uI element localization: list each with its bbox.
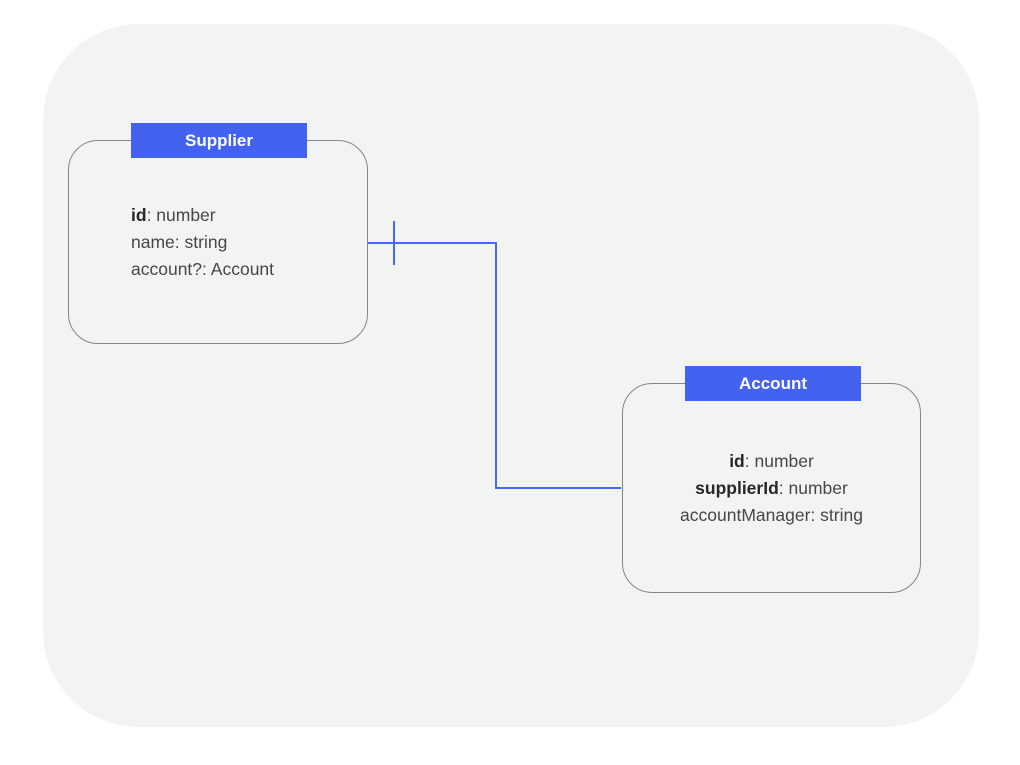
field-accountManager: accountManager: string [680,504,863,525]
entity-supplier[interactable]: Supplier id: number name: string account?:… [68,123,368,344]
field-account: account?: Account [131,258,275,279]
entity-supplier-header: Supplier [131,123,307,158]
field-id: id: number [131,204,216,225]
diagram-canvas: Supplier id: number name: string account?:… [43,24,979,727]
entity-account-fields: id: number supplierId: number accountManag… [623,384,920,592]
entity-account[interactable]: Account id: number supplierId: number acco… [622,366,921,593]
entity-supplier-fields: id: number name: string account?: Account [69,141,367,343]
field-name: name: string [131,231,228,252]
field-id: id: number [729,450,814,471]
field-supplierId: supplierId: number [695,477,848,498]
entity-account-header: Account [685,366,861,401]
